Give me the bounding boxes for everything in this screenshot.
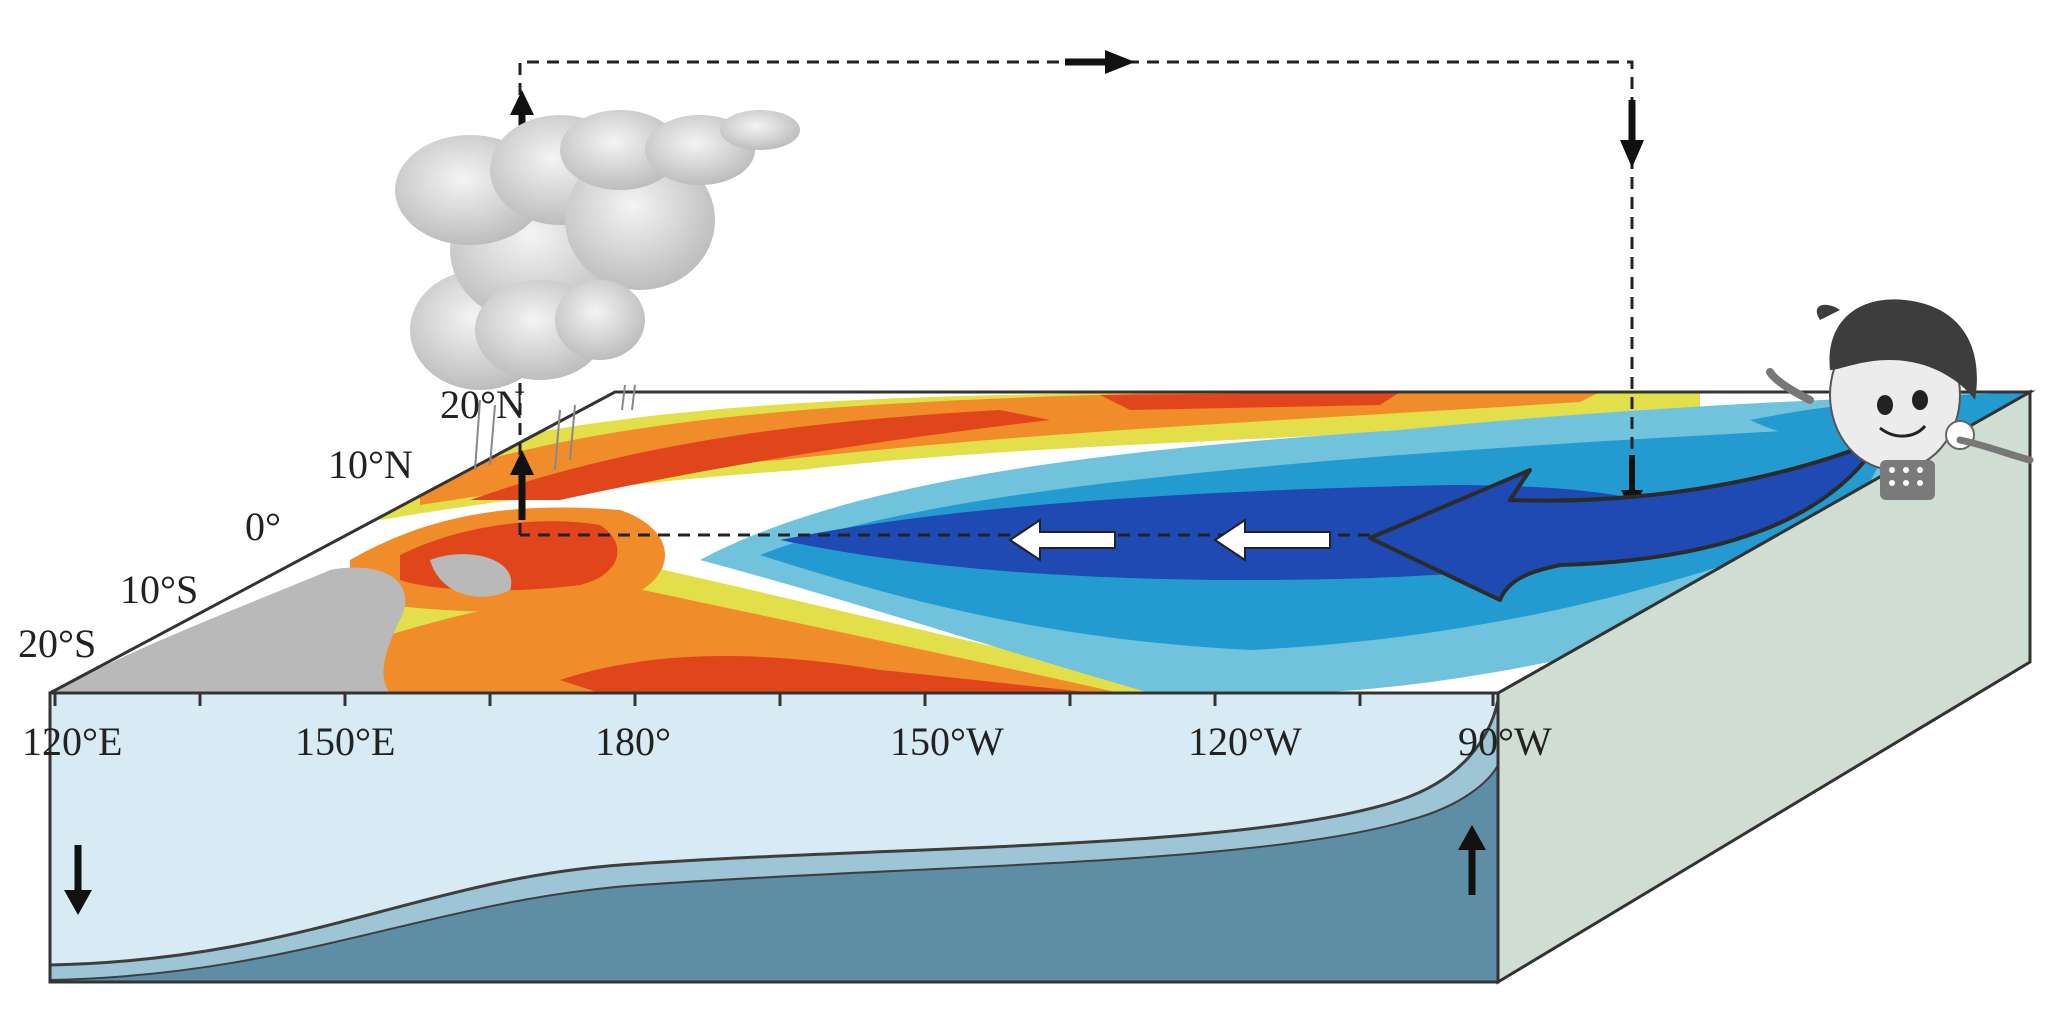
lon-label-90w: 90°W: [1458, 719, 1552, 764]
westward-flow-arrow-icon: [1368, 438, 1882, 602]
thermocline-line: [49, 699, 1500, 967]
lat-label-0: 0°: [245, 504, 281, 549]
thermocline-lower-line: [49, 764, 1499, 981]
lat-label-20s: 20°S: [18, 621, 96, 666]
rain-streaks: [474, 384, 636, 471]
upwelling-arrow-icon: [1458, 825, 1486, 895]
surface-rising-arrow-icon: [510, 450, 534, 520]
longitude-ticks: [53, 693, 1495, 706]
eastward-upper-arrow-icon: [1065, 50, 1135, 74]
downwelling-arrow-icon: [64, 845, 92, 915]
wind-arrow-icon: [1008, 518, 1116, 562]
latitude-axis: 20°N 10°N 0° 10°S 20°S: [18, 382, 525, 666]
lon-label-180: 180°: [595, 719, 671, 764]
lat-label-10n: 10°N: [328, 442, 413, 487]
lon-label-150e: 150°E: [295, 719, 395, 764]
child-character-icon: [1766, 299, 2034, 500]
sinking-air-arrow-icon: [1620, 100, 1644, 168]
wind-arrow-icon: [1213, 518, 1331, 562]
lon-label-150w: 150°W: [890, 719, 1004, 764]
lon-label-120e: 120°E: [22, 719, 122, 764]
cloud-icon: [395, 110, 800, 390]
longitude-axis: 120°E 150°E 180° 150°W 120°W 90°W: [22, 719, 1552, 764]
deep-water-layer: [50, 765, 1498, 982]
top-face-outline: [49, 390, 2036, 695]
land-mass: [50, 567, 406, 693]
lon-label-120w: 120°W: [1188, 719, 1302, 764]
ocean-cross-section: [48, 691, 1500, 984]
lat-label-10s: 10°S: [120, 567, 198, 612]
